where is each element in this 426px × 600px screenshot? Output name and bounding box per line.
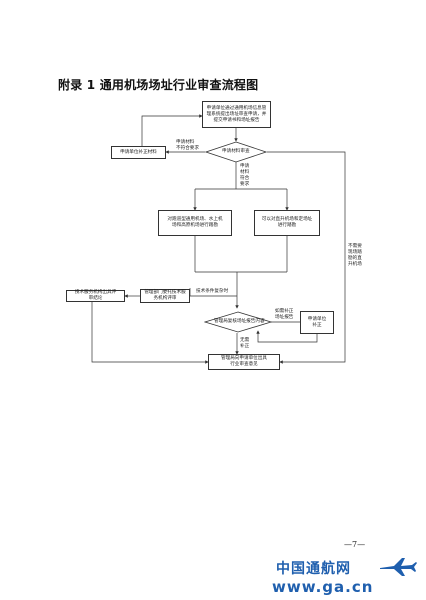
org-review-box: 管理部门委托技术服 务机构评审 [140, 289, 190, 303]
applicant-fix-box: 申请单位 补正 [300, 311, 334, 334]
page-title: 附录 1 通用机场场址行业审查流程图 [58, 78, 259, 92]
not-meet-label: 申请材料 不符合要求 [176, 140, 199, 151]
tech-conditions-label: 技术条件复杂时 [196, 289, 229, 294]
check-diamond-label: 申请材料审查 [222, 149, 250, 154]
page-number: —7— [344, 540, 366, 549]
cat1-survey-box: 对跑道型通用机场、水上机 场和高原机场进行踏勘 [158, 210, 232, 236]
correct-materials-box: 申请单位补正材料 [111, 146, 166, 159]
no-fix-label: 无需 补正 [240, 338, 250, 349]
plane-logo-icon [380, 558, 417, 576]
watermark-name: 中国通航网 [276, 561, 351, 577]
start-box: 申请单位通过通用机场信息管 理系统提出场址审查申请，并 提交申请书和场址报告 [202, 101, 271, 128]
check-diamond [205, 141, 267, 163]
need-fix-label: 如需补正 场址报告 [275, 309, 294, 320]
report-diamond-label: 管理局复核场址报告内容 [214, 319, 265, 324]
meets-label: 申请 材料 符合 要求 [240, 164, 250, 187]
watermark-url: www.ga.cn [272, 578, 374, 596]
report-diamond [204, 311, 272, 333]
not-need-review-label: 不需要 现场踏 勘的直 升机场 [348, 244, 362, 267]
tech-review-box: 技术服务机构出具评 审结论 [66, 290, 125, 302]
final-box: 管理局向申请单位出具 行业审查意见 [208, 354, 280, 370]
cat2-survey-box: 可以对直升机场和定场址 进行踏勘 [254, 210, 320, 236]
